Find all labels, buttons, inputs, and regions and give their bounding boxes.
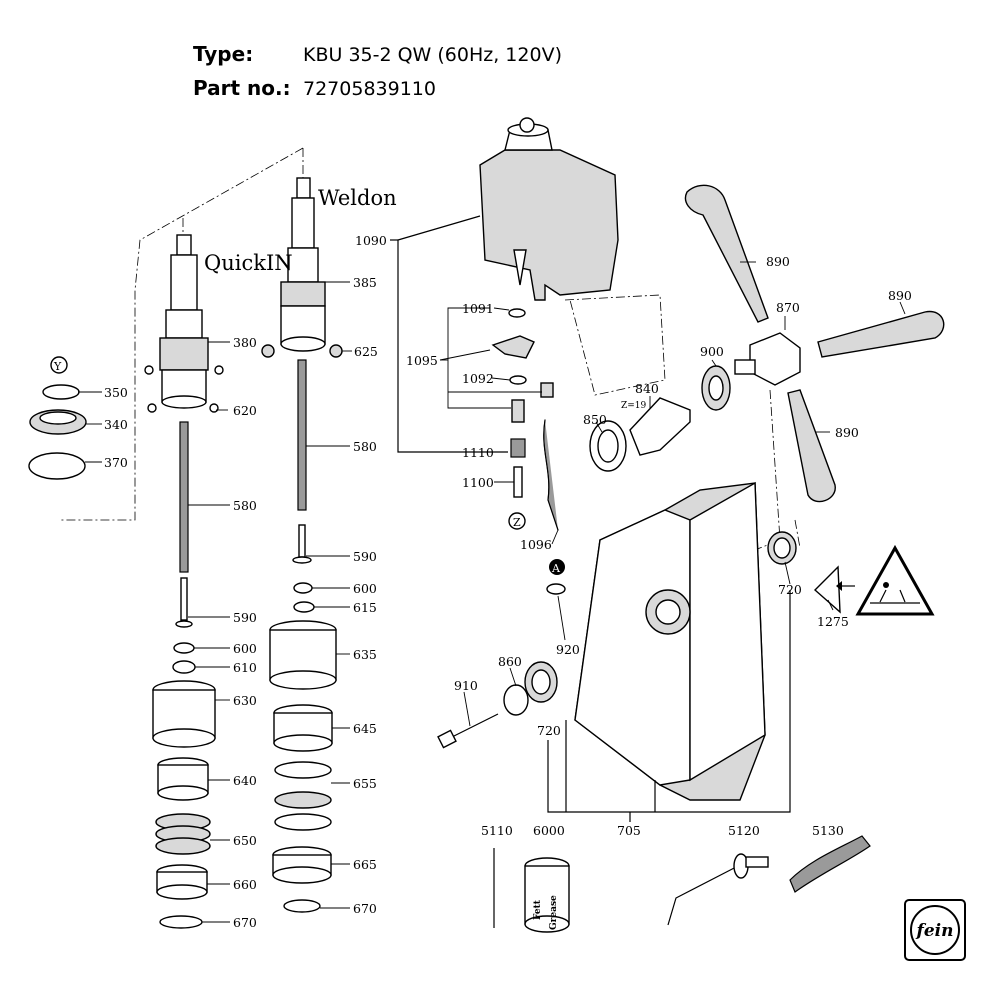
drill-stand-housing [503,481,797,801]
callout-1090: 1090 [355,233,387,248]
callout-1095: 1095 [406,353,438,368]
part-number-value: 72705839110 [303,78,436,100]
callout-600-quickin: 600 [233,641,257,656]
callout-670-quickin: 670 [233,915,257,930]
type-label: Type: [193,42,254,66]
callout-640: 640 [233,773,257,788]
warning-triangle-icon [855,544,935,616]
callout-1096: 1096 [520,537,552,552]
callout-650: 650 [233,833,257,848]
callout-1092: 1092 [462,371,494,386]
callout-665: 665 [353,857,377,872]
callout-580-quickin: 580 [233,498,257,513]
bolt-910 [437,713,499,749]
callout-630: 630 [233,693,257,708]
callout-370: 370 [104,455,128,470]
callout-620: 620 [233,403,257,418]
callout-1100: 1100 [462,475,494,490]
callout-655: 655 [353,776,377,791]
fein-logo-text: fein [916,921,954,941]
accessories [493,835,871,933]
callout-670-weldon: 670 [353,901,377,916]
feed-handles-assembly [589,184,945,503]
callout-385: 385 [353,275,377,290]
type-value: KBU 35-2 QW (60Hz, 120V) [303,44,562,66]
callout-615: 615 [353,600,377,615]
callout-380: 380 [233,335,257,350]
callout-660: 660 [233,877,257,892]
fein-logo: fein [904,899,966,961]
callout-5130: 5130 [812,823,844,838]
callout-5110: 5110 [481,823,513,838]
callout-340: 340 [104,417,128,432]
callout-625: 625 [354,344,378,359]
callout-635: 635 [353,647,377,662]
callout-840: 840 [635,381,659,396]
weldon-label: Weldon [318,186,397,210]
callout-1275: 1275 [817,614,849,629]
quickin-label: QuickIN [204,251,293,275]
callout-705: 705 [617,823,641,838]
callout-890-top: 890 [766,254,790,269]
callout-6000: 6000 [533,823,565,838]
grease-label-fett: Fett [533,899,543,920]
callout-1091: 1091 [462,301,494,316]
callout-890-bottom: 890 [835,425,859,440]
marker-z-label: Z [513,516,521,529]
callout-610: 610 [233,660,257,675]
callout-900: 900 [700,344,724,359]
callout-5120: 5120 [728,823,760,838]
callout-890-right: 890 [888,288,912,303]
part-number-label: Part no.: [193,76,291,100]
warning-sign-1275 [813,544,935,616]
callout-860: 860 [498,654,522,669]
quickin-spindle-assembly [28,234,224,929]
marker-y-label: Y [53,360,62,373]
coolant-tank-assembly [479,117,619,531]
callout-580-weldon: 580 [353,439,377,454]
callout-590-quickin: 590 [233,610,257,625]
callout-720-right: 720 [778,582,802,597]
callout-590-weldon: 590 [353,549,377,564]
callout-1110: 1110 [462,445,494,460]
grease-label-grease: Grease [549,895,559,930]
callout-910: 910 [454,678,478,693]
leader-lines [78,215,906,923]
callout-870: 870 [776,300,800,315]
callout-350: 350 [104,385,128,400]
callout-z19: Z=19 [621,401,647,411]
marker-y [50,356,68,374]
marker-z [508,512,526,530]
marker-a-label: A [551,562,561,575]
callout-920: 920 [556,642,580,657]
callout-645: 645 [353,721,377,736]
weldon-spindle-assembly [261,177,343,913]
callout-850: 850 [583,412,607,427]
marker-a [549,559,565,575]
callout-720-left: 720 [537,723,561,738]
callout-600-weldon: 600 [353,581,377,596]
